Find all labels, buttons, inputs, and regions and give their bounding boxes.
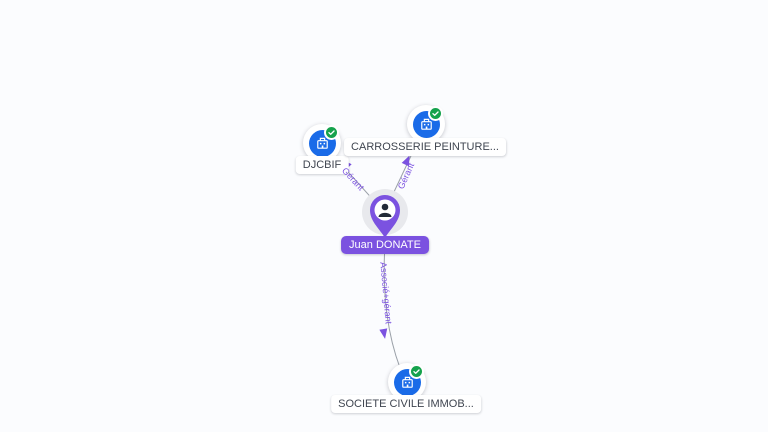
- person-node-label[interactable]: Juan DONATE: [341, 236, 429, 254]
- company-label-societe[interactable]: SOCIETE CIVILE IMMOB...: [331, 395, 481, 413]
- company-node-societe[interactable]: [388, 363, 426, 401]
- edge-arrow-icon: [379, 328, 388, 339]
- company-node-carrosserie[interactable]: [407, 105, 445, 143]
- check-icon: [413, 369, 420, 374]
- person-icon: [378, 203, 392, 217]
- person-pin-icon: [370, 195, 400, 238]
- verified-badge: [324, 125, 339, 140]
- check-icon: [328, 130, 335, 135]
- check-icon: [432, 111, 439, 116]
- company-label-djcbif[interactable]: DJCBIF: [295, 156, 349, 174]
- edge-arrow-icon: [401, 155, 410, 167]
- verified-badge: [428, 106, 443, 121]
- person-node-pin[interactable]: [365, 194, 405, 240]
- company-label-carrosserie[interactable]: CARROSSERIE PEINTURE...: [344, 138, 506, 156]
- company-node-djcbif[interactable]: [303, 124, 341, 162]
- verified-badge: [409, 364, 424, 379]
